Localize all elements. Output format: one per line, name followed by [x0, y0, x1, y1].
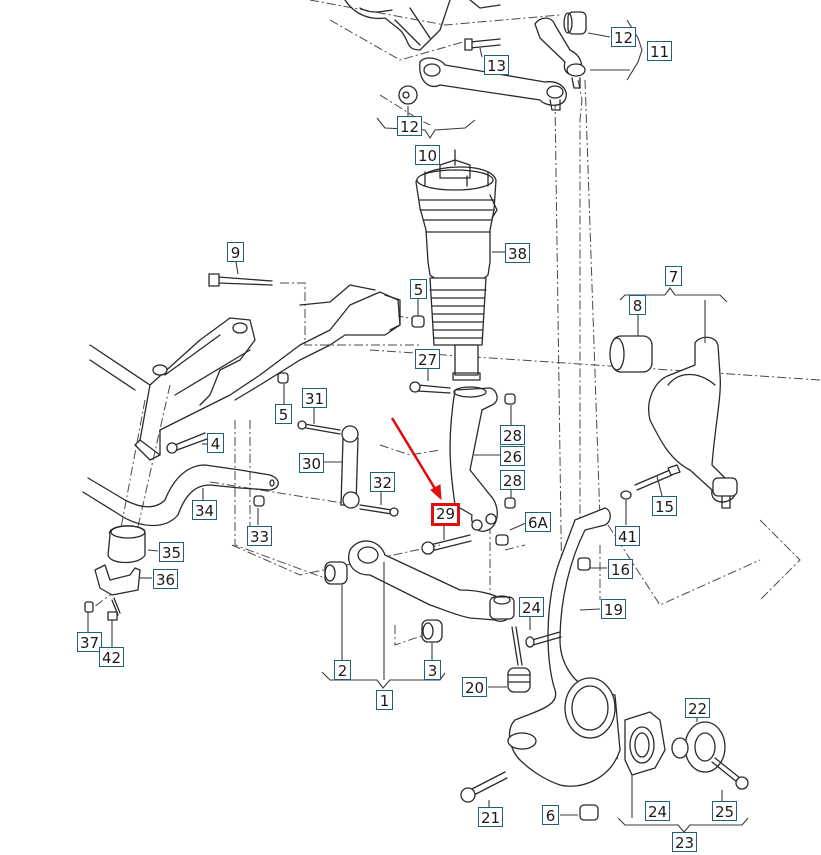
callout-8-bushing[interactable]: 8 — [629, 295, 646, 315]
callout-41-washer[interactable]: 41 — [615, 526, 641, 546]
callout-4-bolt[interactable]: 4 — [207, 433, 224, 453]
callout-12-bushing-lower[interactable]: 12 — [397, 116, 423, 136]
callout-13-bolt[interactable]: 13 — [484, 55, 510, 75]
callout-19-steering-knuckle[interactable]: 19 — [601, 599, 627, 619]
callout-9-bolt[interactable]: 9 — [227, 242, 244, 262]
stabilizer-bar — [82, 464, 279, 621]
callout-25-bolt[interactable]: 25 — [712, 801, 738, 821]
callout-6-nut[interactable]: 6 — [542, 805, 559, 825]
callout-38-air-strut[interactable]: 38 — [505, 243, 531, 263]
callout-22-wheel-hub[interactable]: 22 — [685, 698, 711, 718]
upper-control-arms — [344, 0, 587, 111]
callout-36-bracket[interactable]: 36 — [153, 569, 179, 589]
callout-35-bushing[interactable]: 35 — [159, 542, 185, 562]
callout-2-bushing[interactable]: 2 — [334, 660, 351, 680]
callout-7-wishbone[interactable]: 7 — [665, 266, 682, 286]
callout-30-coupling-rod[interactable]: 30 — [299, 453, 325, 473]
callout-26-strut-fork[interactable]: 26 — [500, 446, 526, 466]
callout-5-nut-upper[interactable]: 5 — [410, 279, 427, 299]
callout-33-nut[interactable]: 33 — [247, 526, 273, 546]
callout-32-bolt[interactable]: 32 — [370, 472, 396, 492]
air-strut — [415, 149, 498, 381]
leader-lines — [87, 19, 749, 833]
callout-3-bushing[interactable]: 3 — [424, 660, 441, 680]
callout-29-bolt-highlighted[interactable]: 29 — [431, 503, 461, 526]
callout-24-wheel-bearing[interactable]: 24 — [645, 801, 671, 821]
callout-11-upper-arm-rear[interactable]: 11 — [647, 41, 673, 61]
callout-31-bolt[interactable]: 31 — [302, 388, 328, 408]
callout-42-bolt[interactable]: 42 — [99, 647, 125, 667]
strut-fork — [409, 381, 516, 555]
callout-10-upper-arm-front[interactable]: 10 — [415, 145, 441, 165]
callout-28-nut-upper[interactable]: 28 — [500, 425, 526, 445]
callout-28-nut-lower[interactable]: 28 — [500, 470, 526, 490]
wheel-hub — [624, 711, 749, 790]
callout-27-bolt[interactable]: 27 — [415, 349, 441, 369]
callout-15-bolt[interactable]: 15 — [652, 496, 678, 516]
callout-16-nut[interactable]: 16 — [608, 559, 634, 579]
callout-23-hub-assembly[interactable]: 23 — [672, 832, 698, 852]
callout-1-lower-arm[interactable]: 1 — [376, 690, 393, 710]
callout-20-ball-joint[interactable]: 20 — [462, 677, 488, 697]
lower-control-arm — [324, 540, 515, 643]
coupling-rod — [297, 420, 399, 517]
highlight-arrow — [390, 417, 442, 501]
callout-12-bushing-upper[interactable]: 12 — [611, 27, 637, 47]
subframe — [89, 273, 425, 461]
callout-21-bolt[interactable]: 21 — [478, 807, 504, 827]
wishbone-arm — [609, 335, 738, 509]
steering-knuckle — [460, 507, 621, 821]
callout-5-nut-lower[interactable]: 5 — [275, 404, 292, 424]
callout-6a-nut[interactable]: 6A — [525, 512, 551, 532]
callout-24-bolt[interactable]: 24 — [519, 597, 545, 617]
callout-37-nut[interactable]: 37 — [77, 632, 103, 652]
callout-34-stabilizer-bar[interactable]: 34 — [192, 500, 218, 520]
